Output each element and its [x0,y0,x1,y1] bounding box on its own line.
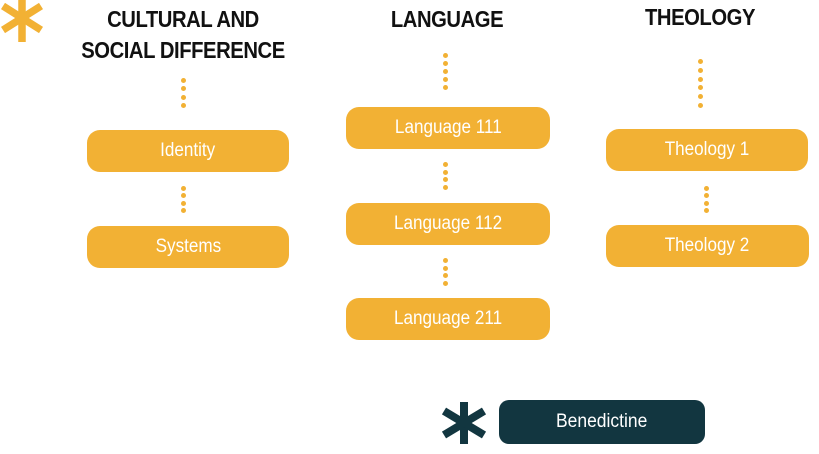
course-label: Theology 1 [664,139,750,160]
orange-asterisk-icon [0,0,44,42]
course-box-identity[interactable]: Identity [87,130,289,172]
column-title-language: LANGUAGE [381,4,513,35]
course-box-language-112[interactable]: Language 112 [346,203,550,245]
connector-dots [698,59,703,108]
course-box-language-211[interactable]: Language 211 [346,298,550,340]
course-label: Language 112 [393,213,503,234]
column-title-theology: THEOLOGY [638,2,761,33]
course-label: Theology 2 [665,235,750,256]
column-title-line-1: LANGUAGE [390,6,504,32]
column-title-line-1: THEOLOGY [644,4,756,30]
connector-dots [704,186,709,213]
column-title-cultural-social-difference: CULTURAL AND SOCIAL DIFFERENCE [75,4,291,66]
course-label: Identity [160,140,216,161]
course-label: Systems [155,236,221,257]
connector-dots [443,162,448,190]
connector-dots [181,78,186,108]
connector-dots [181,186,186,213]
dark-asterisk-icon [441,402,487,444]
course-label: Language 111 [394,117,502,138]
course-box-theology-2[interactable]: Theology 2 [606,225,809,267]
connector-dots [443,258,448,286]
column-title-line-2: SOCIAL DIFFERENCE [81,37,285,63]
column-title-line-1: CULTURAL AND [107,6,259,32]
course-label: Language 211 [393,308,503,329]
course-box-systems[interactable]: Systems [87,226,289,268]
benedictine-badge: Benedictine [499,400,705,444]
course-box-language-111[interactable]: Language 111 [346,107,550,149]
connector-dots [443,53,448,90]
benedictine-label: Benedictine [556,411,648,432]
course-box-theology-1[interactable]: Theology 1 [606,129,808,171]
